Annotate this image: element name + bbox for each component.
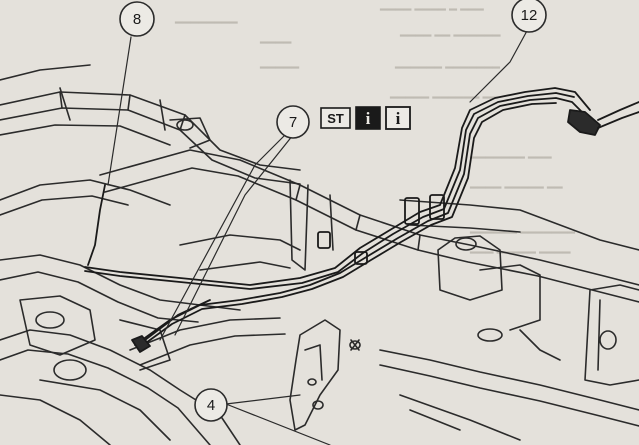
leader-4 <box>225 394 301 405</box>
info-symbol-dark-box <box>355 106 381 130</box>
leader-12 <box>469 28 529 103</box>
callout-8-marker <box>119 1 155 37</box>
callout-7-label: 7 <box>289 114 297 131</box>
callout-8-label: 8 <box>133 11 141 28</box>
callout-7-marker <box>276 105 310 139</box>
fuel-tube-bundle <box>84 87 639 353</box>
service-symbols: ST i i <box>320 106 411 130</box>
leader-8 <box>107 36 132 186</box>
callout-12-marker <box>511 0 547 33</box>
callout-4-marker <box>194 388 228 422</box>
special-tool-symbol: ST <box>327 111 344 126</box>
leader-7 <box>159 134 286 341</box>
callout-12-label: 12 <box>521 7 538 24</box>
vehicle-frame <box>0 64 639 445</box>
leader-lines <box>107 28 529 445</box>
mounting-bracket <box>289 319 341 431</box>
info-symbol-dark: i <box>366 109 371 128</box>
info-symbol-light: i <box>396 109 401 128</box>
special-tool-symbol-box <box>320 107 351 129</box>
info-symbol-light-box <box>385 106 411 130</box>
callout-4-label: 4 <box>207 397 215 414</box>
